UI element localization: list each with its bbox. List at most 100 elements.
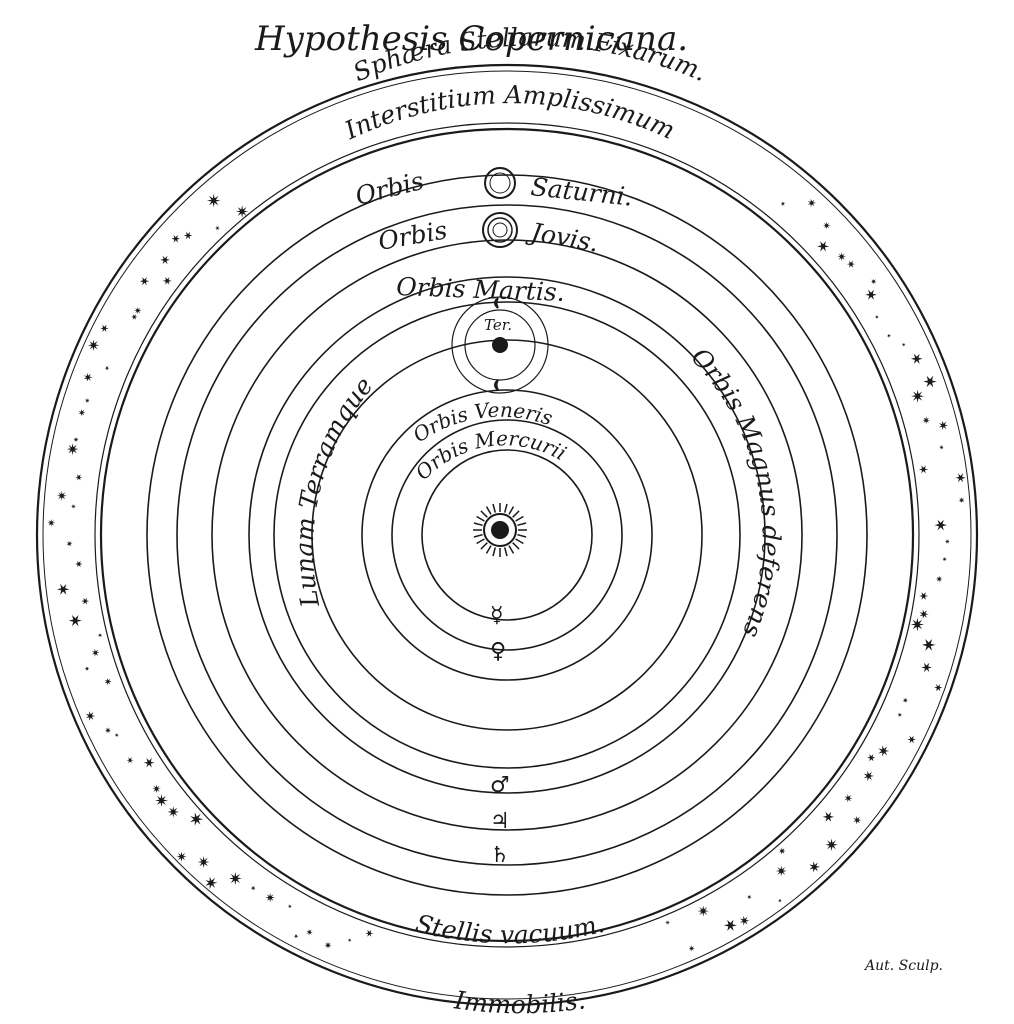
star-icon: [878, 745, 890, 757]
star-icon: [197, 856, 210, 868]
label-orbis-jovis-1: Orbis: [376, 215, 449, 256]
star-icon: [921, 639, 936, 651]
star-icon: [155, 794, 168, 807]
star-icon: [935, 575, 943, 583]
sun-ray: [492, 503, 497, 513]
sun-ray: [476, 538, 485, 545]
star-icon: [162, 277, 172, 285]
orbit-venus: [361, 389, 653, 681]
moon-icon-top: [494, 297, 499, 309]
saturn-symbol: ♄: [490, 843, 510, 868]
star-icon: [934, 684, 943, 692]
star-icon: [697, 905, 709, 917]
star-icon: [921, 662, 932, 673]
label-immobilis: Immobilis.: [452, 985, 587, 1019]
orbit-saturn-inner: [176, 204, 838, 866]
star-icon: [817, 241, 829, 252]
saturn-icon: [484, 167, 516, 199]
star-icon: [306, 928, 313, 936]
star-icon: [665, 920, 670, 925]
star-icon: [910, 617, 925, 632]
star-icon: [104, 678, 112, 686]
sun-ray: [480, 510, 488, 518]
star-icon: [934, 519, 947, 531]
star-icon: [104, 366, 110, 371]
sun-ray: [508, 506, 515, 515]
star-icon: [139, 277, 150, 286]
star-icon: [923, 375, 937, 388]
star-icon: [100, 324, 109, 332]
sun-ray: [515, 515, 524, 522]
sun-ray: [503, 547, 508, 557]
sun-ray: [512, 542, 520, 550]
label-stellis-vacuum: Stellis vacuum.: [413, 909, 608, 950]
star-icon: [206, 193, 221, 208]
jupiter-icon: [482, 212, 518, 248]
star-icon: [778, 847, 786, 855]
star-icon: [71, 504, 76, 509]
star-icon: [85, 711, 96, 721]
star-icon: [190, 812, 204, 826]
moon-icon-bottom: [494, 379, 499, 391]
orbit-earth-outer: [273, 301, 741, 769]
label-interstitium: Interstitium Amplissimum: [339, 80, 679, 145]
diagram-title: Hypothesis Copernicana.: [254, 19, 688, 59]
star-icon: [81, 597, 90, 605]
star-icon: [114, 733, 119, 738]
label-lunam-terramque: Lunam Terramque: [290, 371, 379, 610]
orbit-mercury-inner: [421, 449, 593, 621]
star-icon: [78, 409, 86, 417]
star-icon: [919, 609, 929, 619]
star-icon: [160, 255, 170, 265]
star-icon: [918, 465, 929, 474]
star-icon: [66, 443, 79, 456]
star-icon: [746, 894, 752, 900]
star-icon: [897, 712, 903, 718]
star-icon: [910, 353, 923, 364]
sun-ray: [517, 533, 527, 538]
label-orbis-jovis-2: Jovis.: [524, 216, 601, 257]
mars-symbol: ♂: [490, 773, 510, 798]
orbit-mercury-outer: [391, 419, 623, 651]
star-icon: [293, 934, 299, 939]
star-icon: [907, 735, 916, 744]
star-icon: [183, 231, 193, 240]
star-icon: [955, 473, 966, 483]
star-icon: [167, 806, 179, 818]
sun-ray: [492, 547, 497, 557]
star-icon: [865, 289, 877, 300]
star-icon: [942, 556, 947, 562]
star-icon: [902, 697, 908, 704]
star-icon: [176, 851, 187, 862]
star-icon: [844, 794, 853, 803]
sun-icon: [473, 503, 527, 557]
star-icon: [807, 198, 816, 208]
star-icon: [958, 496, 965, 504]
sun-ray: [485, 506, 492, 515]
star-icon: [73, 437, 79, 443]
engraver-signature: Aut. Sculp.: [863, 958, 943, 974]
star-icon: [846, 260, 856, 268]
star-icon: [68, 615, 82, 627]
star-icon: [171, 234, 181, 243]
orbit-rings: [146, 174, 868, 896]
star-icon: [863, 770, 874, 782]
sun-ray: [485, 545, 492, 554]
sun-ray: [512, 510, 520, 518]
star-icon: [922, 416, 931, 425]
star-icon: [887, 333, 892, 338]
star-icon: [104, 727, 112, 734]
jupiter-symbol: ♃: [490, 809, 510, 834]
sun-ray: [473, 533, 483, 538]
star-icon: [235, 205, 249, 218]
star-icon: [688, 945, 695, 952]
star-icon: [75, 474, 83, 481]
star-icon: [822, 811, 835, 822]
sun-ray: [515, 538, 524, 545]
star-icon: [152, 784, 161, 794]
star-icon: [66, 540, 73, 547]
fixed-stars-band: [47, 193, 966, 952]
star-icon: [822, 221, 831, 230]
orbit-mars: [248, 276, 766, 794]
star-icon: [91, 648, 100, 657]
